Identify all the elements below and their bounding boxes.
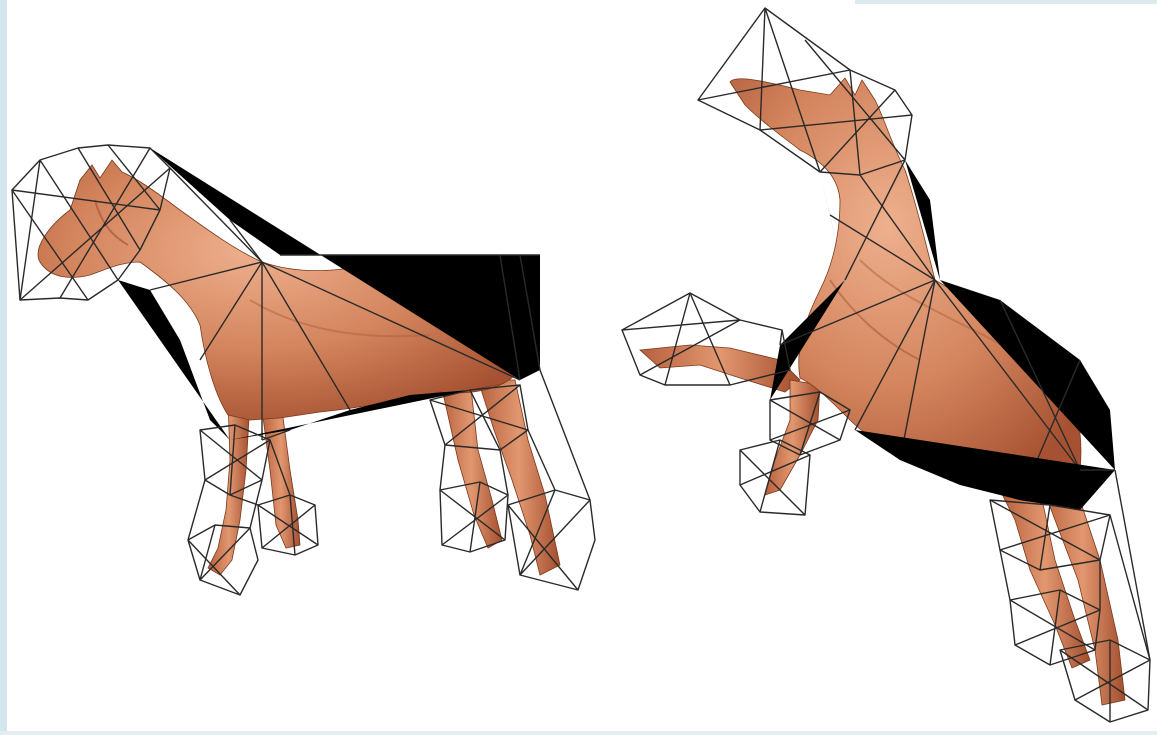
rearing-horse xyxy=(622,8,1150,722)
rearing-horse-body xyxy=(730,78,1081,501)
standing-horse xyxy=(12,145,595,595)
